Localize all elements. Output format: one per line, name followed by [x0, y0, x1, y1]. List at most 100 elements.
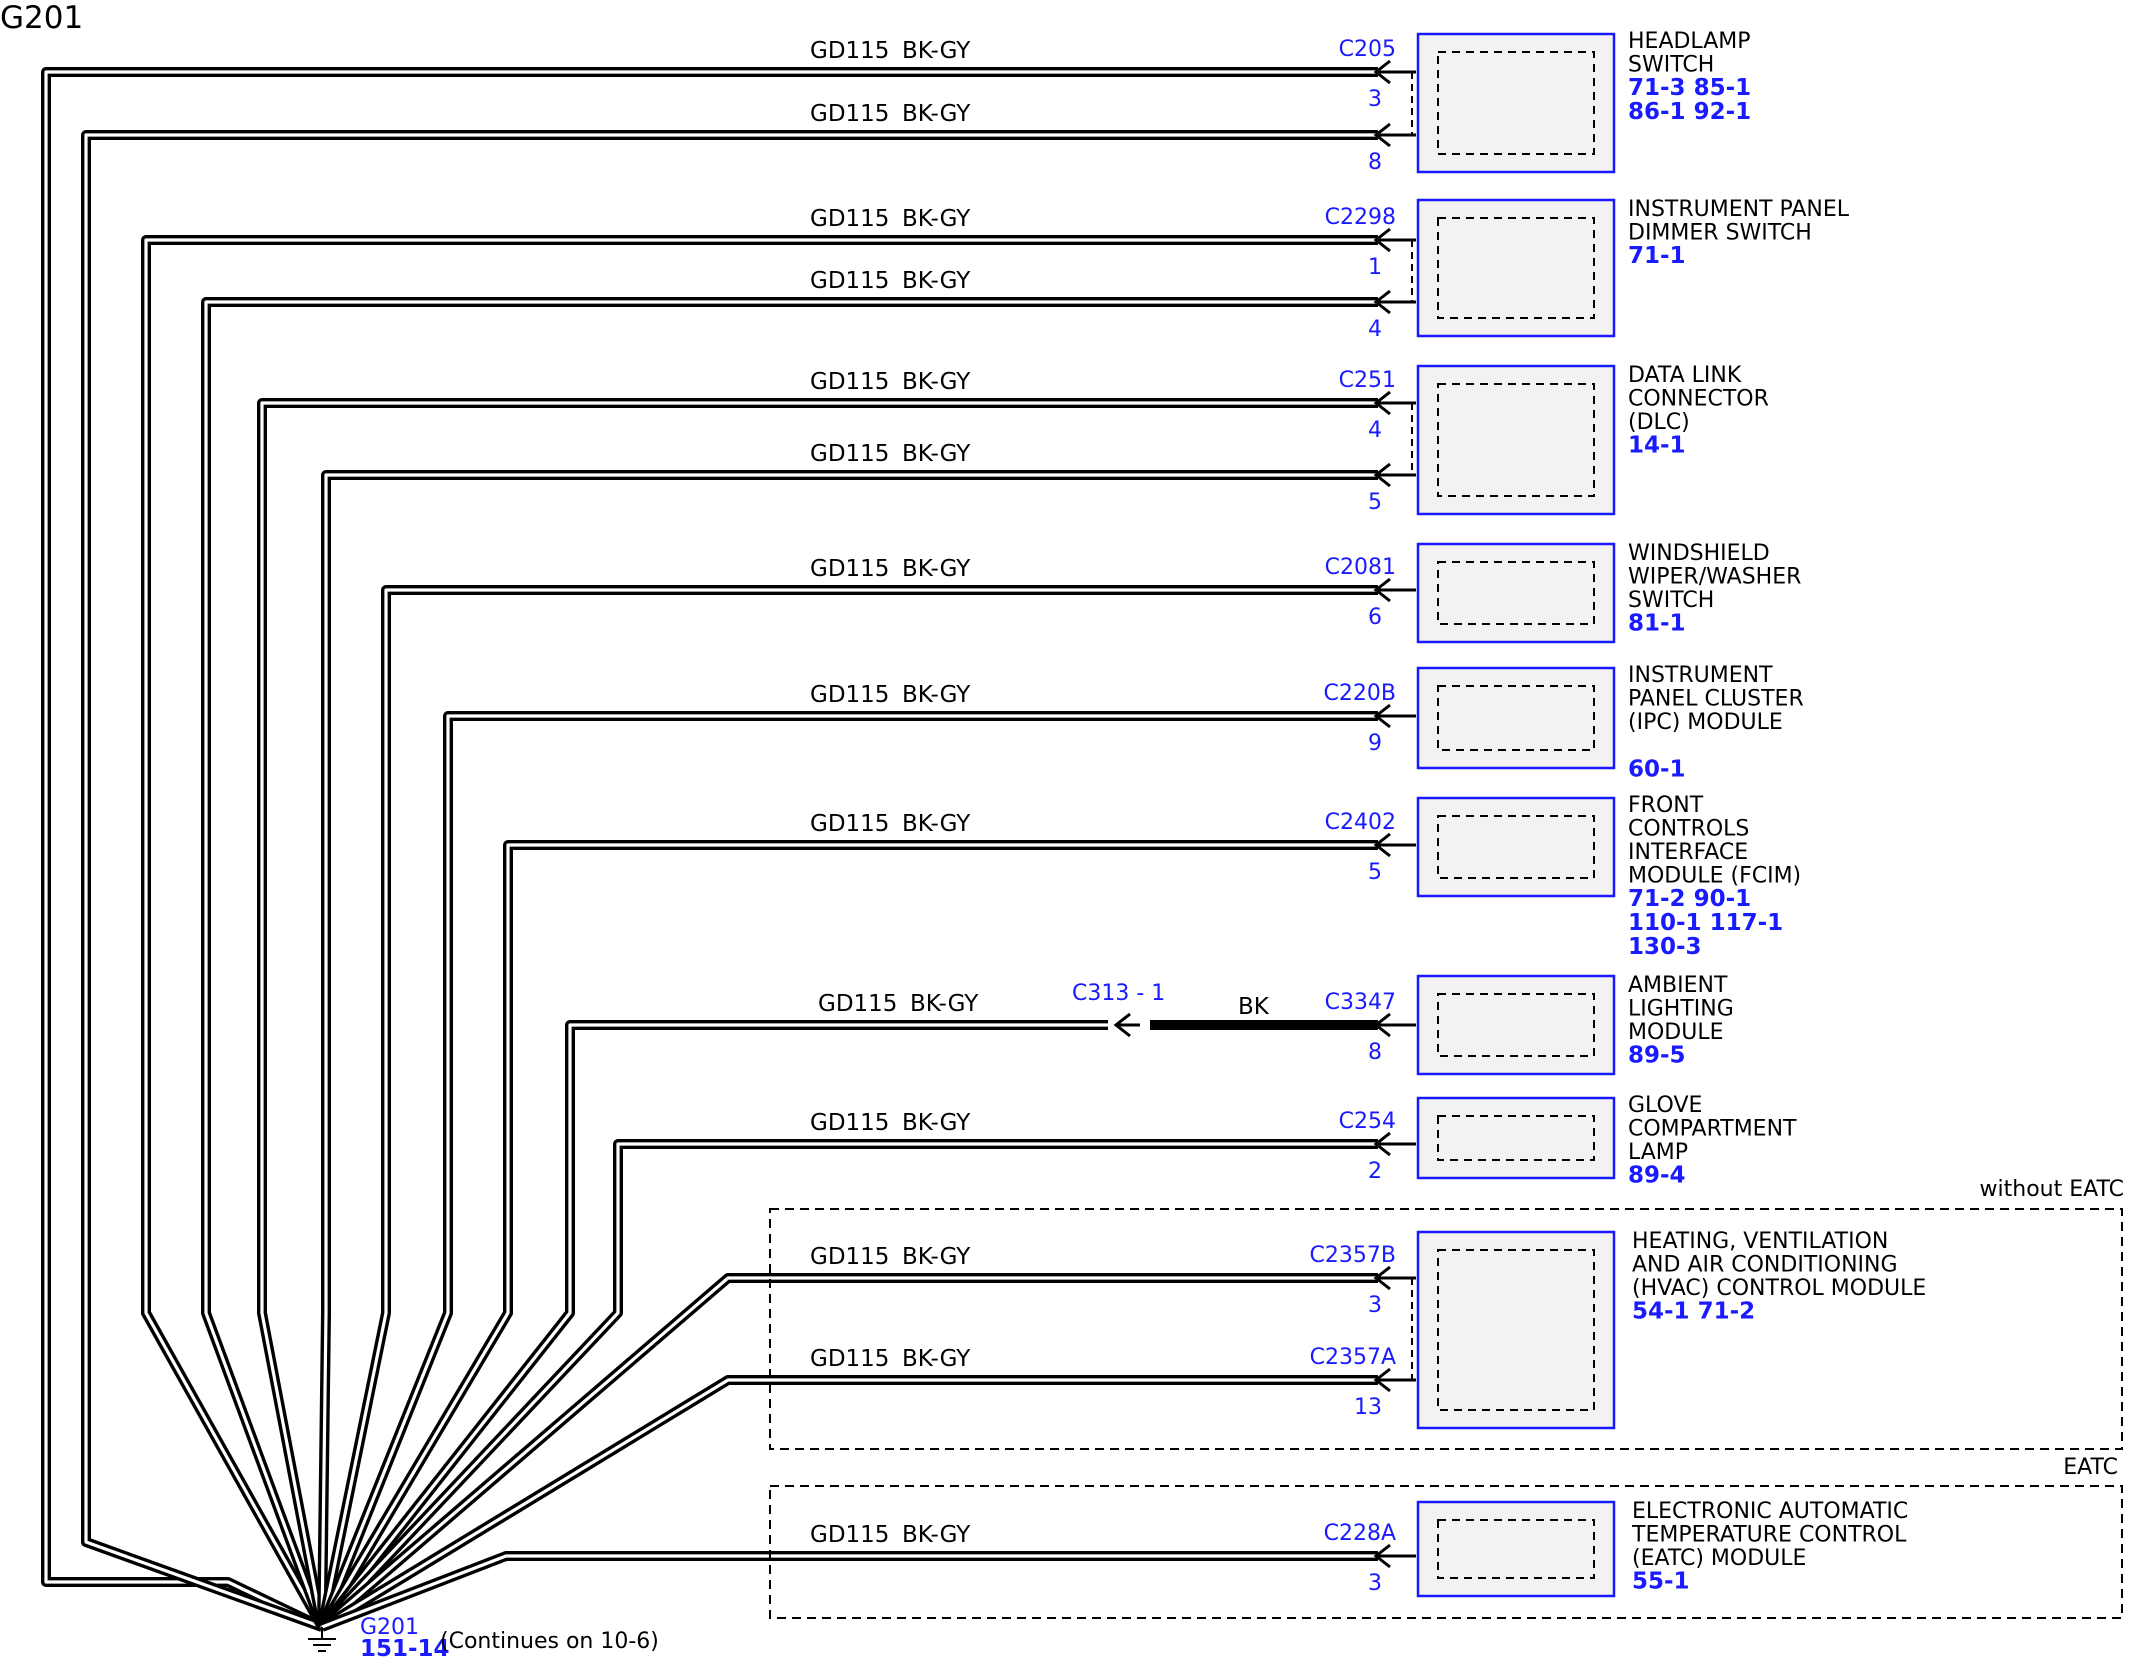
connector-pin-label: 2: [1368, 1159, 1382, 1184]
component-name-line: SWITCH: [1628, 53, 1714, 78]
terminal-arrow: [1373, 1543, 1391, 1569]
wire-circuit-label: GD115: [810, 556, 889, 582]
connector-pin-label: 4: [1368, 418, 1382, 443]
connector-pin-label: 6: [1368, 605, 1382, 630]
component-box: [1416, 364, 1616, 516]
wire-gd115-core: [320, 714, 1378, 1628]
connector-pin-label: 4: [1368, 317, 1382, 342]
component-box-inner: [1437, 1115, 1595, 1161]
terminal-arrow: [1373, 462, 1391, 488]
wire-color-label: BK-GY: [902, 1522, 971, 1548]
terminal-arrow: [1373, 577, 1391, 603]
wire-color-label: BK-GY: [902, 441, 971, 467]
connector-label: C2402: [1325, 810, 1396, 835]
connector-label: C2298: [1325, 205, 1396, 230]
component-box: [1416, 32, 1616, 174]
component-layer: [769, 32, 2123, 1619]
component-name-line: DIMMER SWITCH: [1628, 221, 1812, 246]
wire-circuit-label: GD115: [810, 1110, 889, 1136]
wire-circuit-label: GD115: [810, 101, 889, 127]
connector-pin-label: 8: [1368, 150, 1382, 175]
wire-color-label: BK-GY: [902, 38, 971, 64]
wire-color-label: BK-GY: [902, 268, 971, 294]
wire-color-label: BK-GY: [902, 811, 971, 837]
wire-gd115-core: [84, 133, 1378, 1629]
component-name-line: INSTRUMENT: [1628, 663, 1773, 688]
wire-circuit-label: GD115: [810, 441, 889, 467]
component-name-line: COMPARTMENT: [1628, 1117, 1797, 1142]
component-ref-line: 54-1 71-2: [1632, 1299, 1755, 1325]
wire-gd115-core: [260, 401, 1378, 1628]
connector-label: C228A: [1324, 1521, 1396, 1546]
component-name-line: (DLC): [1628, 410, 1690, 435]
wire-gd115-core: [320, 1023, 1108, 1628]
connector-label: C2081: [1325, 555, 1396, 580]
connector-label: C254: [1339, 1109, 1396, 1134]
wire-layer: [41, 59, 1416, 1652]
component-name-line: WINDSHIELD: [1628, 541, 1770, 566]
component-ref-line: 130-3: [1628, 934, 1702, 960]
wire-color-label: BK-GY: [910, 991, 979, 1017]
component-name-line: CONTROLS: [1628, 817, 1749, 842]
wire-color-label: BK-GY: [902, 1110, 971, 1136]
component-box: [1416, 796, 1616, 898]
terminal-arrow: [1373, 1367, 1391, 1393]
terminal-arrow: [1373, 1131, 1391, 1157]
connector-pin-label: 13: [1354, 1395, 1382, 1420]
terminal-arrow: [1373, 1265, 1391, 1291]
component-box: [1416, 1230, 1616, 1430]
component-ref-line: 110-1 117-1: [1628, 910, 1783, 936]
wire-gd115-core: [321, 1554, 1378, 1629]
wire-circuit-label: GD115: [810, 1244, 889, 1270]
component-box: [1416, 1096, 1616, 1180]
component-box: [1416, 1500, 1616, 1598]
component-name-line: (HVAC) CONTROL MODULE: [1632, 1276, 1926, 1301]
connector-pin-label: 5: [1368, 490, 1382, 515]
component-name-line: LIGHTING: [1628, 997, 1734, 1022]
component-ref-line: 71-1: [1628, 243, 1686, 269]
terminal-arrow: [1373, 390, 1391, 416]
component-ref-line: 60-1: [1628, 757, 1686, 783]
wire-circuit-label: GD115: [810, 682, 889, 708]
component-name-line: HEATING, VENTILATION: [1632, 1229, 1888, 1254]
wire-circuit-label: GD115: [810, 268, 889, 294]
wire-gd115: [317, 840, 1378, 1630]
component-name-line: MODULE: [1628, 1020, 1724, 1045]
component-box-inner: [1437, 51, 1595, 155]
component-name-line: WIPER/WASHER: [1628, 565, 1801, 590]
terminal-arrow: [1373, 122, 1391, 148]
terminal-arrow: [1373, 832, 1391, 858]
connector-pin-label: 3: [1368, 1571, 1382, 1596]
connector-label: C3347: [1325, 990, 1396, 1015]
component-box: [1416, 666, 1616, 770]
component-name-line: LAMP: [1628, 1140, 1688, 1165]
component-name-line: PANEL CLUSTER: [1628, 687, 1804, 712]
component-box-inner: [1437, 1249, 1595, 1411]
component-name-line: INTERFACE: [1628, 840, 1748, 865]
ground-ref: 151-14: [360, 1636, 450, 1661]
component-ref-line: 81-1: [1628, 611, 1686, 637]
wire-color-label: BK-GY: [902, 101, 971, 127]
wire-gd115-core: [144, 238, 1378, 1628]
inline-connector-arrow: [1113, 1012, 1131, 1038]
terminal-arrow: [1373, 59, 1391, 85]
terminal-arrow: [1373, 289, 1391, 315]
wire-gd115-core: [44, 70, 1378, 1629]
component-box-inner: [1437, 815, 1595, 879]
component-box: [1416, 974, 1616, 1076]
wire-gd115-core: [320, 843, 1378, 1628]
component-name-line: DATA LINK: [1628, 363, 1742, 388]
wire-gd115-core: [320, 1142, 1378, 1629]
wire-gd115: [317, 585, 1378, 1628]
continuation-note: (Continues on 10-6): [440, 1629, 659, 1654]
component-box-inner: [1437, 993, 1595, 1057]
diagram-title: G201: [0, 0, 83, 36]
component-box-inner: [1437, 217, 1595, 319]
wire-gd115-core: [204, 300, 1378, 1628]
component-ref-line: 14-1: [1628, 433, 1686, 459]
component-name-line: AND AIR CONDITIONING: [1632, 1253, 1898, 1278]
wire-gd115-core: [321, 1378, 1378, 1629]
wire-color-label: BK-GY: [902, 369, 971, 395]
component-name-line: TEMPERATURE CONTROL: [1631, 1523, 1907, 1548]
